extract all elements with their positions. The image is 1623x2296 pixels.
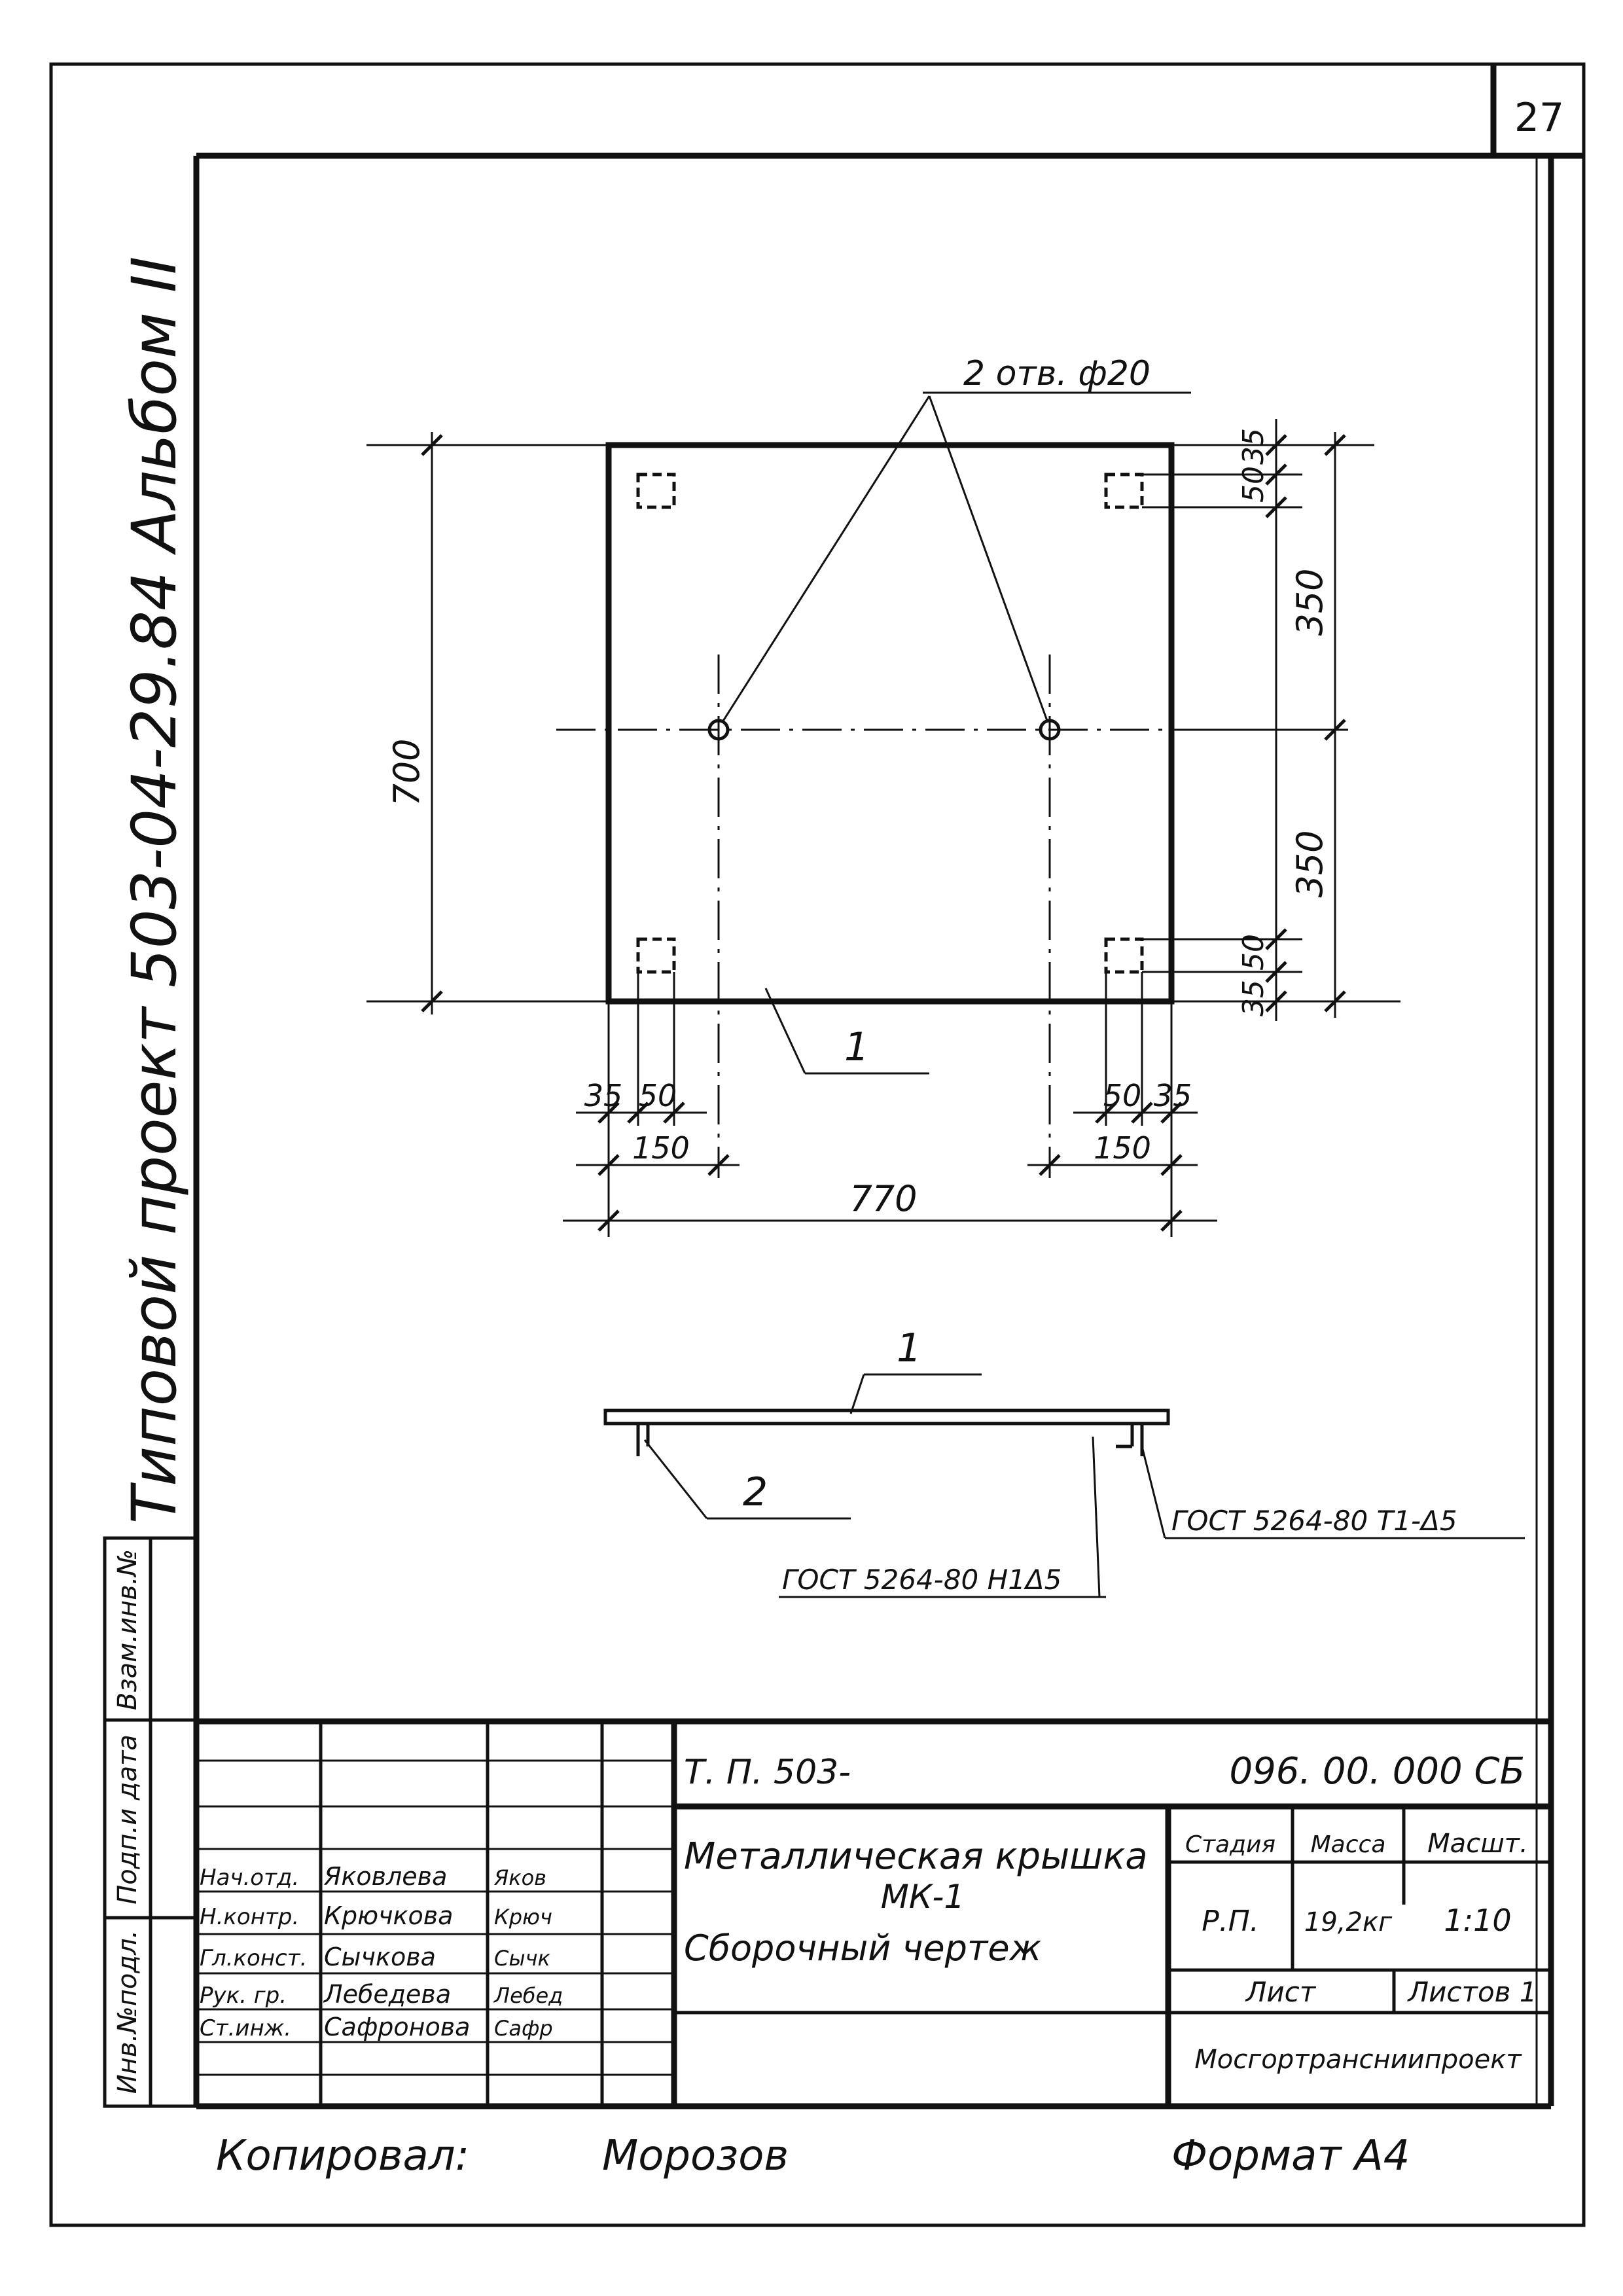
scale-value: 1:10 [1444, 1903, 1511, 1938]
product-name: Металлическая крышка [684, 1835, 1148, 1878]
sig-sign-4: Сафр [494, 2016, 553, 2041]
hole-callout-leader-left [721, 395, 931, 723]
section-angle-left [636, 1424, 650, 1456]
pos-2-section: 2 [743, 1469, 768, 1515]
dim-35-bottom-center: 35 [1154, 1078, 1192, 1113]
sig-role-4: Ст.инж. [200, 2015, 291, 2041]
sheets-label: Листов 1 [1407, 1976, 1537, 2008]
sig-sign-2: Сычк [494, 1946, 551, 1971]
sig-name-4: Сафронова [324, 2013, 470, 2041]
copied-by-signature: Морозов [602, 2132, 789, 2180]
dim-35-bottom-right: 35 [1237, 980, 1270, 1016]
section-plate [603, 1408, 1170, 1426]
hole-callout-leader-right [928, 395, 1048, 721]
dim-50-bottom-center: 50 [1103, 1078, 1142, 1113]
stage-value: Р.П. [1202, 1905, 1259, 1938]
corner-angle-tr [1104, 473, 1144, 509]
sig-role-3: Рук. гр. [200, 1982, 287, 2009]
mass-value: 19,2кг [1304, 1907, 1393, 1937]
dim-50-bottom-left: 50 [639, 1078, 677, 1113]
corner-angle-tl [636, 473, 676, 509]
dim-35-bottom-left: 35 [584, 1078, 623, 1113]
corner-angle-bl [636, 937, 676, 974]
binding-cell-vzam-inv: Взам.инв.№ [113, 1549, 143, 1710]
designation-prefix: Т. П. 503- [684, 1753, 851, 1792]
col-mass: Масса [1311, 1831, 1386, 1858]
pos-1-plan: 1 [844, 1024, 869, 1070]
dim-350-bottom: 350 [1289, 830, 1330, 897]
sig-role-1: Н.контр. [200, 1904, 299, 1930]
dim-150-left: 150 [632, 1130, 690, 1166]
dim-35-top-right: 35 [1237, 428, 1270, 465]
copied-by-label: Копировал: [216, 2132, 469, 2180]
title-block: Т. П. 503- 096. 00. 000 СБ Металлическая… [196, 1718, 1551, 2106]
dim-150-right: 150 [1094, 1130, 1151, 1166]
sheet-number: 27 [1514, 95, 1564, 141]
dim-770: 770 [849, 1178, 917, 1219]
binding-strip: Инв.№подл. Подп.и дата Взам.инв.№ [103, 1536, 198, 2108]
cover-plate-outline [605, 442, 1175, 1005]
dim-700: 700 [386, 738, 427, 806]
designation: 096. 00. 000 СБ [1229, 1750, 1525, 1793]
dim-50-bottom-right: 50 [1237, 934, 1270, 971]
pos-1-section: 1 [897, 1325, 921, 1371]
col-scale: Масшт. [1427, 1829, 1528, 1859]
document-type: Сборочный чертеж [684, 1928, 1042, 1969]
sig-name-2: Сычкова [324, 1943, 436, 1971]
organization: Мосгортрансниипроект [1194, 2045, 1522, 2075]
section-view: 1 2 ГОСТ 5264-80 Н1Δ5 ГОСТ 5264-80 Т1-Δ5 [603, 1325, 1525, 1598]
weld-note-left: ГОСТ 5264-80 Н1Δ5 [782, 1564, 1061, 1596]
sig-sign-0: Яков [493, 1865, 546, 1890]
sig-sign-3: Лебед [493, 1983, 563, 2008]
hole-callout-label: 2 отв. ф20 [963, 354, 1150, 393]
sig-name-0: Яковлева [323, 1862, 447, 1891]
col-stage: Стадия [1185, 1831, 1275, 1858]
sheet-label: Лист [1245, 1976, 1317, 2008]
dim-350-top: 350 [1289, 568, 1330, 636]
hole-right [1039, 719, 1061, 741]
binding-cell-podp-data: Подп.и дата [113, 1734, 143, 1905]
plan-view: 2 отв. ф20 700 35 50 350 [366, 354, 1400, 1237]
sig-name-3: Лебедева [323, 1980, 451, 2009]
weld-note-right: ГОСТ 5264-80 Т1-Δ5 [1171, 1505, 1457, 1537]
sig-name-1: Крючкова [324, 1901, 453, 1930]
hole-left [707, 719, 730, 741]
product-code: МК-1 [881, 1878, 965, 1916]
section-angle-right [1116, 1424, 1144, 1456]
outer-frame [49, 62, 1586, 2227]
format-label: Формат А4 [1171, 2132, 1410, 2180]
binding-cell-inv-podl: Инв.№подл. [113, 1930, 143, 2094]
sig-sign-1: Крюч [494, 1905, 552, 1929]
side-title: Типовой проект 503-04-29.84 Альбом II [119, 257, 190, 1524]
sig-role-2: Гл.конст. [200, 1945, 307, 1971]
corner-angle-br [1104, 937, 1144, 974]
dim-50-top-right: 50 [1237, 466, 1270, 503]
sig-role-0: Нач.отд. [200, 1865, 299, 1891]
